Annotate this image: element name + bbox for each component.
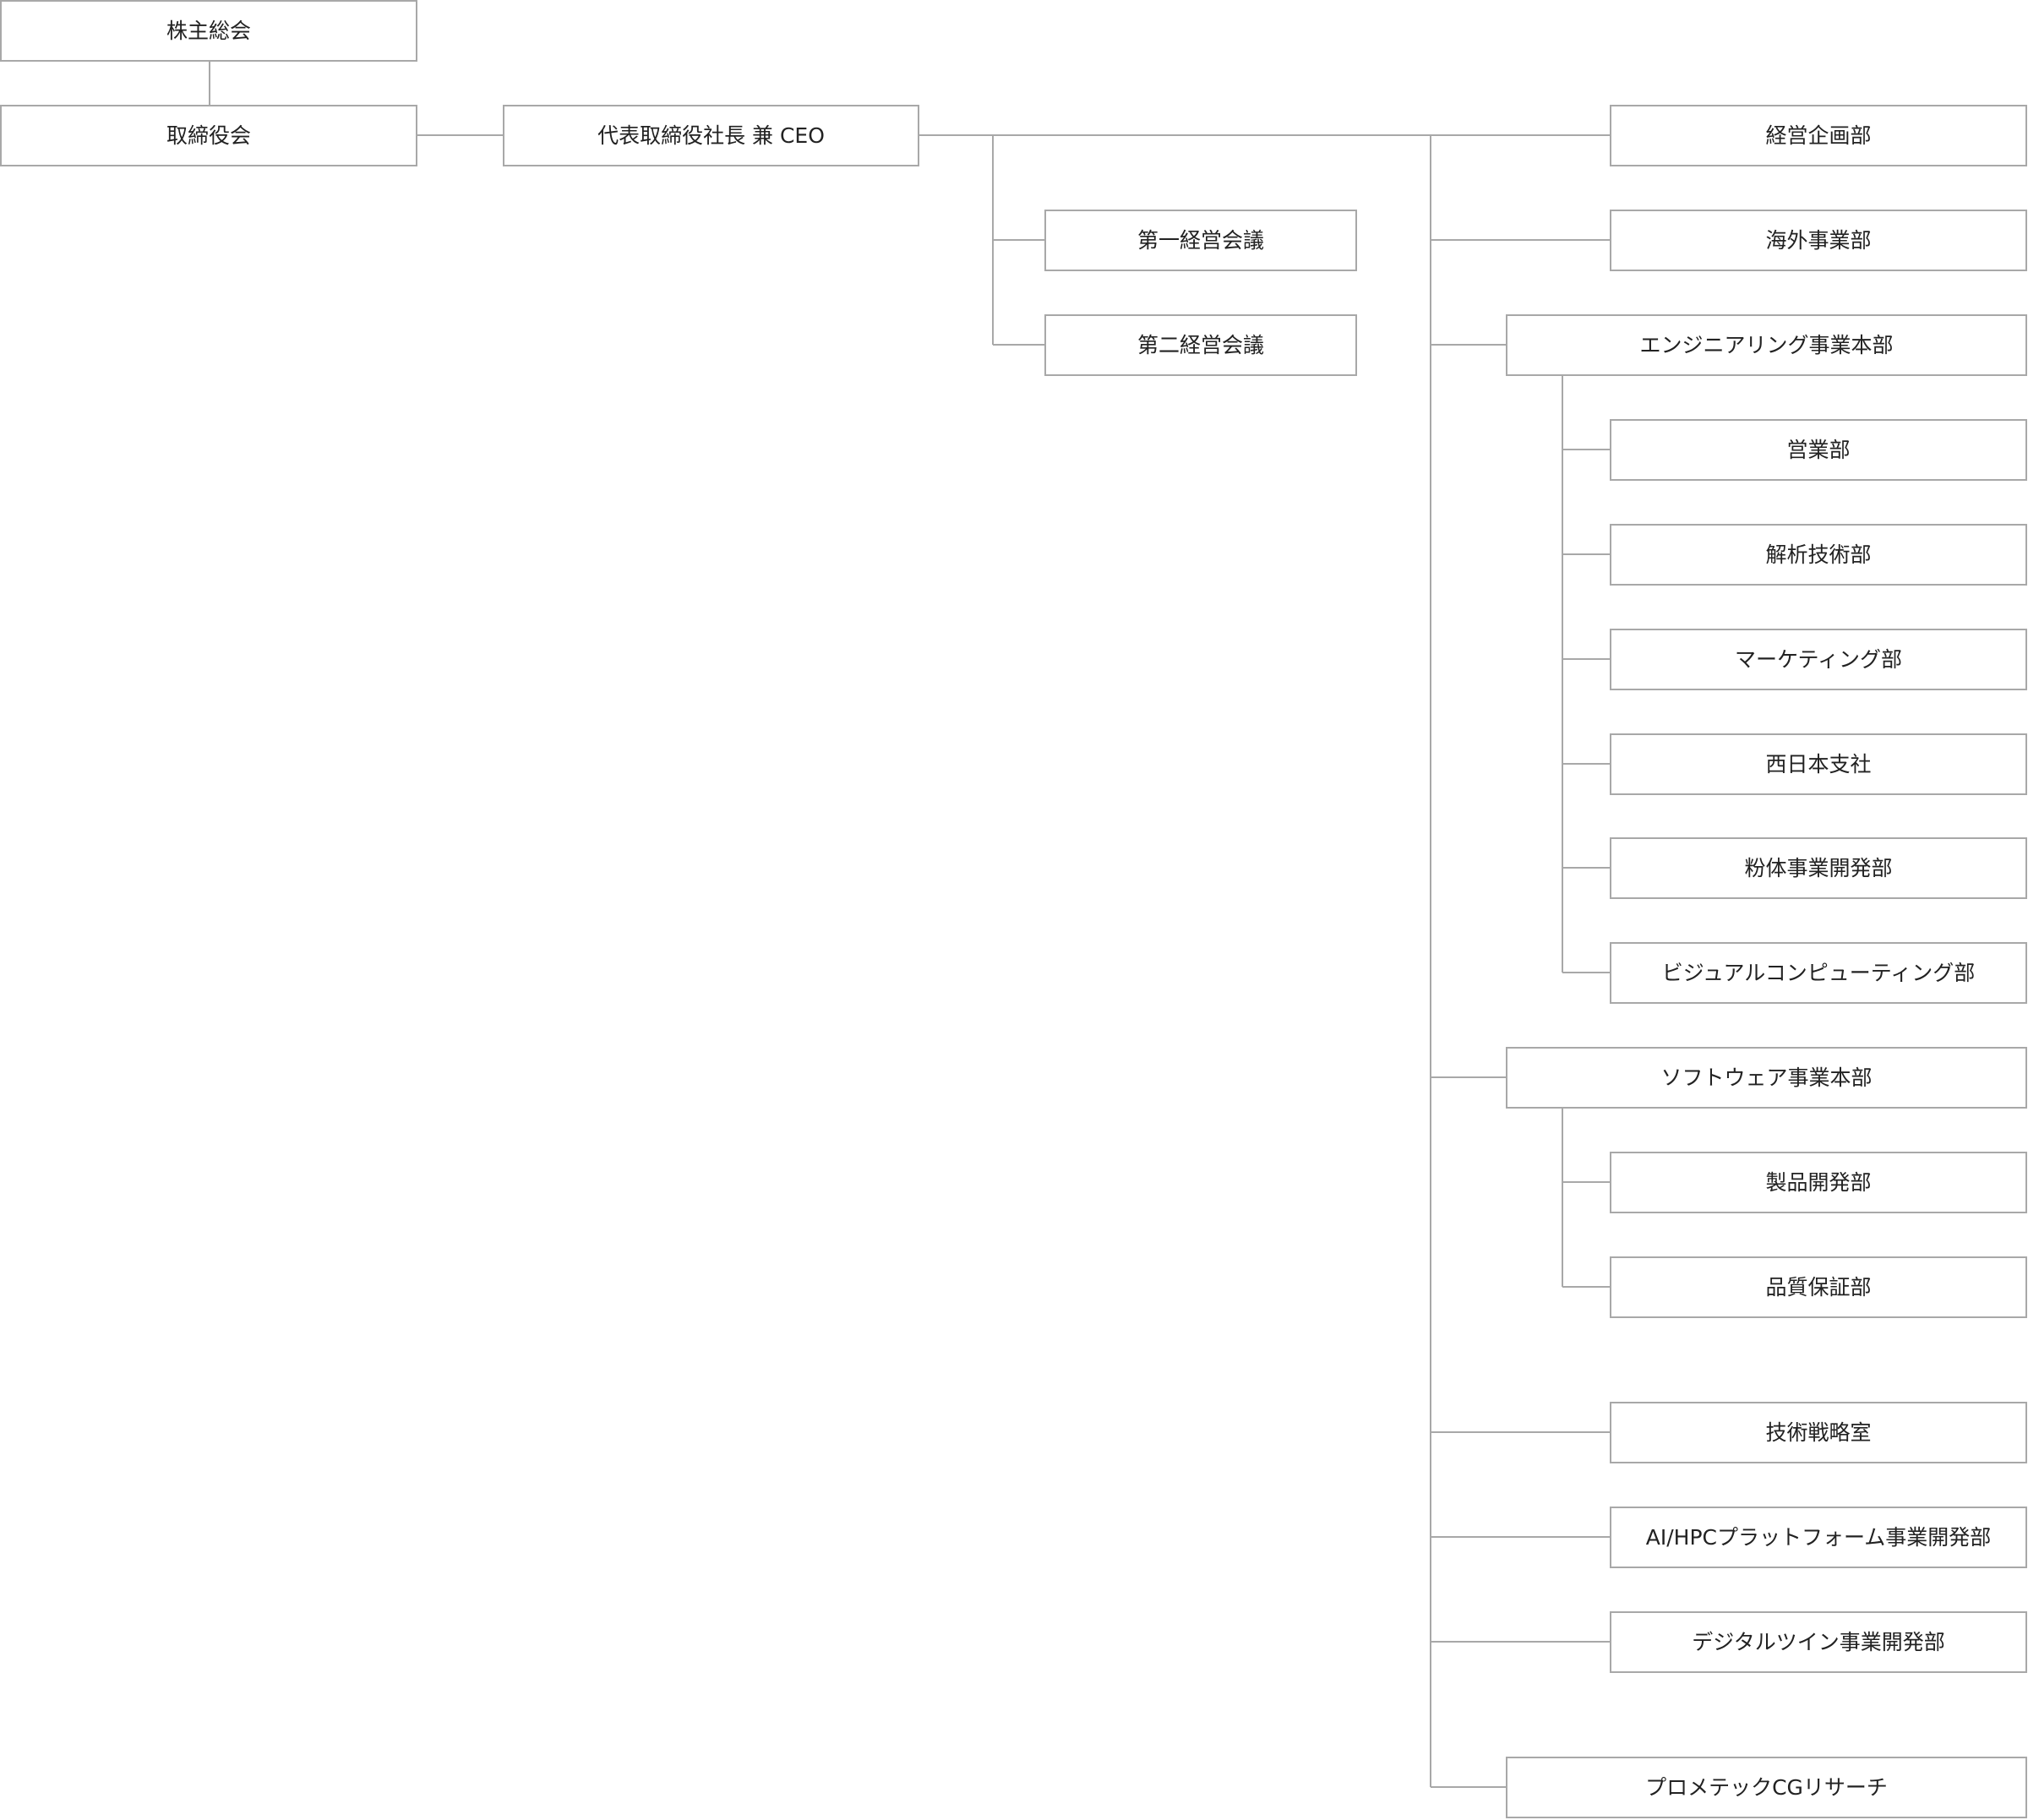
node-label: マーケティング部 [1734, 647, 1902, 672]
node-first-management-meeting: 第一経営会議 [1044, 210, 1357, 271]
node-second-management-meeting: 第二経営会議 [1044, 314, 1357, 376]
node-label: 西日本支社 [1765, 752, 1872, 776]
node-prometech-cg-research: プロメテックCGリサーチ [1506, 1757, 2027, 1818]
node-label: 経営企画部 [1765, 123, 1872, 148]
node-label: 代表取締役社長 兼 CEO [597, 123, 825, 148]
node-label: デジタルツイン事業開発部 [1692, 1630, 1945, 1654]
node-eng-visual-computing: ビジュアルコンピューティング部 [1610, 942, 2027, 1004]
node-label: 技術戦略室 [1765, 1420, 1872, 1445]
node-sw-quality-assurance: 品質保証部 [1610, 1256, 2027, 1318]
node-label: 営業部 [1786, 438, 1851, 462]
node-eng-analysis-technology: 解析技術部 [1610, 524, 2027, 586]
node-software-division: ソフトウェア事業本部 [1506, 1047, 2027, 1109]
node-label: ソフトウェア事業本部 [1660, 1065, 1873, 1090]
node-label: 製品開発部 [1765, 1170, 1872, 1195]
node-eng-west-japan-branch: 西日本支社 [1610, 733, 2027, 795]
node-label: 粉体事業開発部 [1744, 856, 1893, 880]
node-digital-twin: デジタルツイン事業開発部 [1610, 1611, 2027, 1673]
node-label: 第二経営会議 [1137, 333, 1264, 357]
node-eng-powder-business: 粉体事業開発部 [1610, 837, 2027, 899]
node-label: 第一経営会議 [1137, 228, 1264, 253]
node-label: 株主総会 [166, 19, 251, 43]
node-eng-marketing: マーケティング部 [1610, 629, 2027, 690]
node-engineering-division: エンジニアリング事業本部 [1506, 314, 2027, 376]
node-label: 取締役会 [166, 123, 251, 148]
node-sw-product-development: 製品開発部 [1610, 1152, 2027, 1213]
node-president-ceo: 代表取締役社長 兼 CEO [503, 105, 919, 166]
node-shareholders-meeting: 株主総会 [0, 0, 417, 62]
node-label: エンジニアリング事業本部 [1639, 333, 1894, 357]
node-label: ビジュアルコンピューティング部 [1661, 961, 1976, 985]
node-corporate-planning: 経営企画部 [1610, 105, 2027, 166]
node-overseas-business: 海外事業部 [1610, 210, 2027, 271]
node-label: 解析技術部 [1765, 542, 1872, 567]
node-label: プロメテックCGリサーチ [1645, 1775, 1888, 1800]
node-label: 品質保証部 [1765, 1275, 1872, 1300]
node-board-of-directors: 取締役会 [0, 105, 417, 166]
node-ai-hpc-platform: AI/HPCプラットフォーム事業開発部 [1610, 1507, 2027, 1568]
node-eng-sales: 営業部 [1610, 419, 2027, 481]
node-technology-strategy-office: 技術戦略室 [1610, 1402, 2027, 1463]
node-label: AI/HPCプラットフォーム事業開発部 [1645, 1525, 1992, 1550]
node-label: 海外事業部 [1765, 228, 1872, 253]
